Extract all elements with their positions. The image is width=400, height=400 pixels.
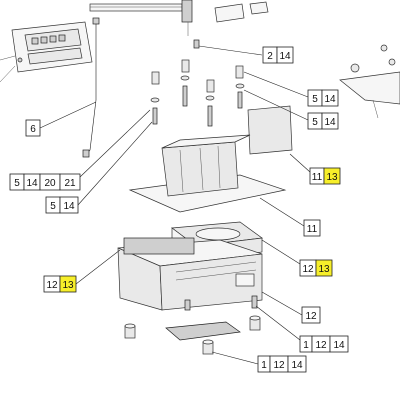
- sensor-column: [128, 134, 287, 213]
- callout-5-14-c: 5 14: [45, 196, 79, 214]
- callout-11: 11: [303, 219, 321, 237]
- callout-cell: 5: [14, 178, 20, 189]
- callout-5-14-b: 5 14: [307, 112, 339, 130]
- callout-cell: 14: [324, 117, 336, 128]
- callout-cell: 14: [291, 360, 303, 371]
- ribbon-cable: [89, 0, 193, 36]
- screws-spacers: [150, 39, 245, 127]
- callout-cell: 6: [30, 124, 36, 135]
- callout-cell: 12: [315, 340, 327, 351]
- callout-cell: 20: [44, 178, 56, 189]
- callout-cell: 12: [305, 311, 317, 322]
- leader-lines: [39, 45, 311, 365]
- callout-cell: 11: [307, 224, 318, 235]
- callout-11-13: 11 13: [309, 167, 341, 185]
- callout-12-13-right: 12 13: [299, 259, 333, 277]
- callout-cell: 14: [279, 51, 291, 62]
- callout-5-14-a: 5 14: [307, 89, 339, 107]
- callout-6: 6: [25, 119, 41, 137]
- callout-12-13-left: 12 13: [43, 275, 77, 293]
- control-panel-board: [0, 21, 93, 83]
- callout-5-14-20-21: 5 14 20 21: [9, 173, 81, 191]
- callout-cell: 1: [261, 360, 267, 371]
- callout-12: 12: [301, 306, 321, 324]
- right-bracket: [339, 44, 400, 119]
- callout-cell-highlighted: 13: [318, 264, 330, 275]
- callout-cell: 5: [312, 94, 318, 105]
- insulating-sheet: [247, 105, 293, 155]
- callout-cell: 21: [64, 178, 76, 189]
- callout-cell: 5: [312, 117, 318, 128]
- callout-cell: 14: [63, 201, 75, 212]
- callout-cell: 14: [333, 340, 345, 351]
- small-plates: [214, 1, 269, 23]
- callout-cell: 14: [324, 94, 336, 105]
- feet: [124, 295, 261, 355]
- callout-cell: 12: [302, 264, 314, 275]
- base-housing: [117, 237, 263, 311]
- callout-2-14: 2 14: [262, 46, 294, 64]
- callout-cell: 11: [312, 172, 323, 183]
- callout-cell-highlighted: 13: [326, 172, 338, 183]
- callout-1-12-14-a: 1 12 14: [299, 335, 349, 353]
- callout-cell: 2: [267, 51, 273, 62]
- bottom-plate: [165, 321, 241, 341]
- callout-cell: 1: [303, 340, 309, 351]
- callout-cell: 14: [26, 178, 38, 189]
- callout-cell: 5: [50, 201, 56, 212]
- callout-cell: 12: [46, 280, 58, 291]
- cable-harness: [82, 17, 100, 158]
- callout-1-12-14-b: 1 12 14: [257, 355, 307, 373]
- callout-cell-highlighted: 13: [62, 280, 74, 291]
- callout-cell: 12: [273, 360, 285, 371]
